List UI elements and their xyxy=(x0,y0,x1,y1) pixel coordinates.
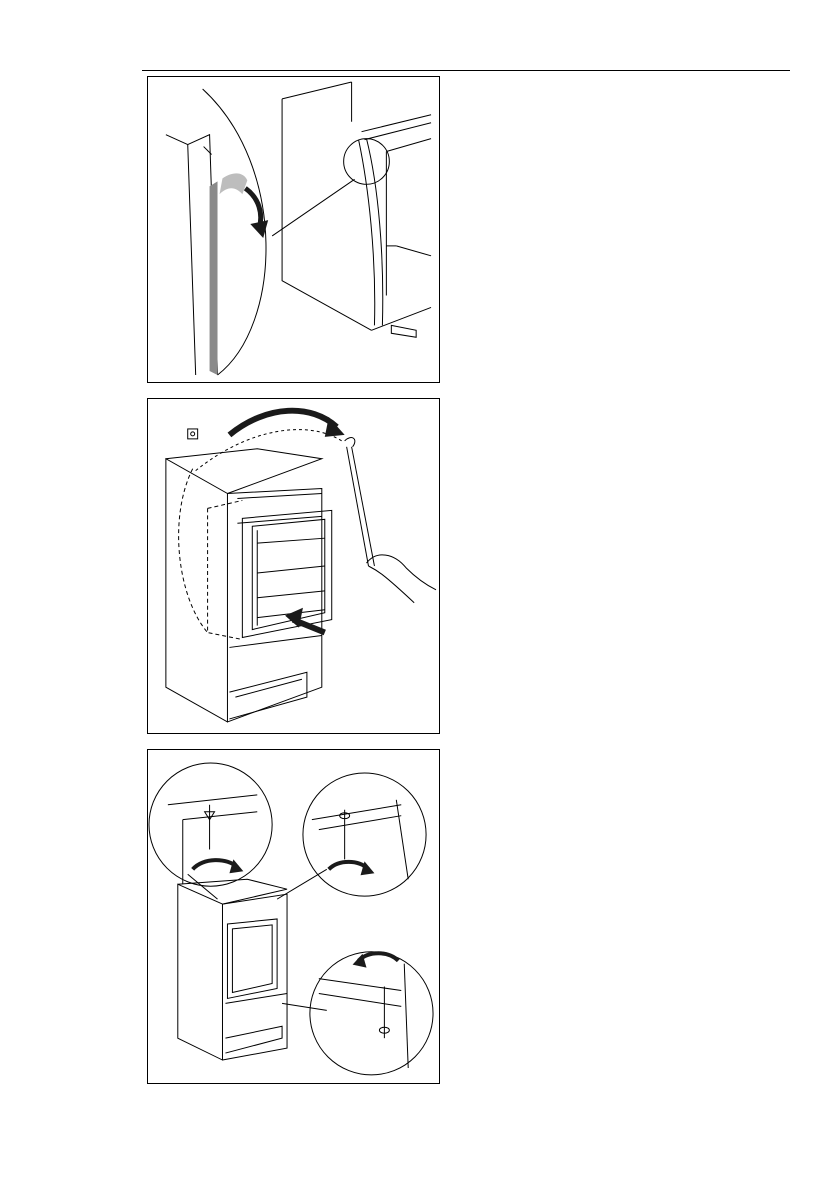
screw-fixing-icon xyxy=(148,750,439,1083)
header-rule xyxy=(142,70,790,71)
figure-seal-strip xyxy=(147,76,440,383)
seal-strip-peel-icon xyxy=(148,77,439,382)
figure-appliance-insert xyxy=(147,398,440,734)
figure-screw-fixing xyxy=(147,749,440,1084)
appliance-insert-icon xyxy=(148,399,439,733)
